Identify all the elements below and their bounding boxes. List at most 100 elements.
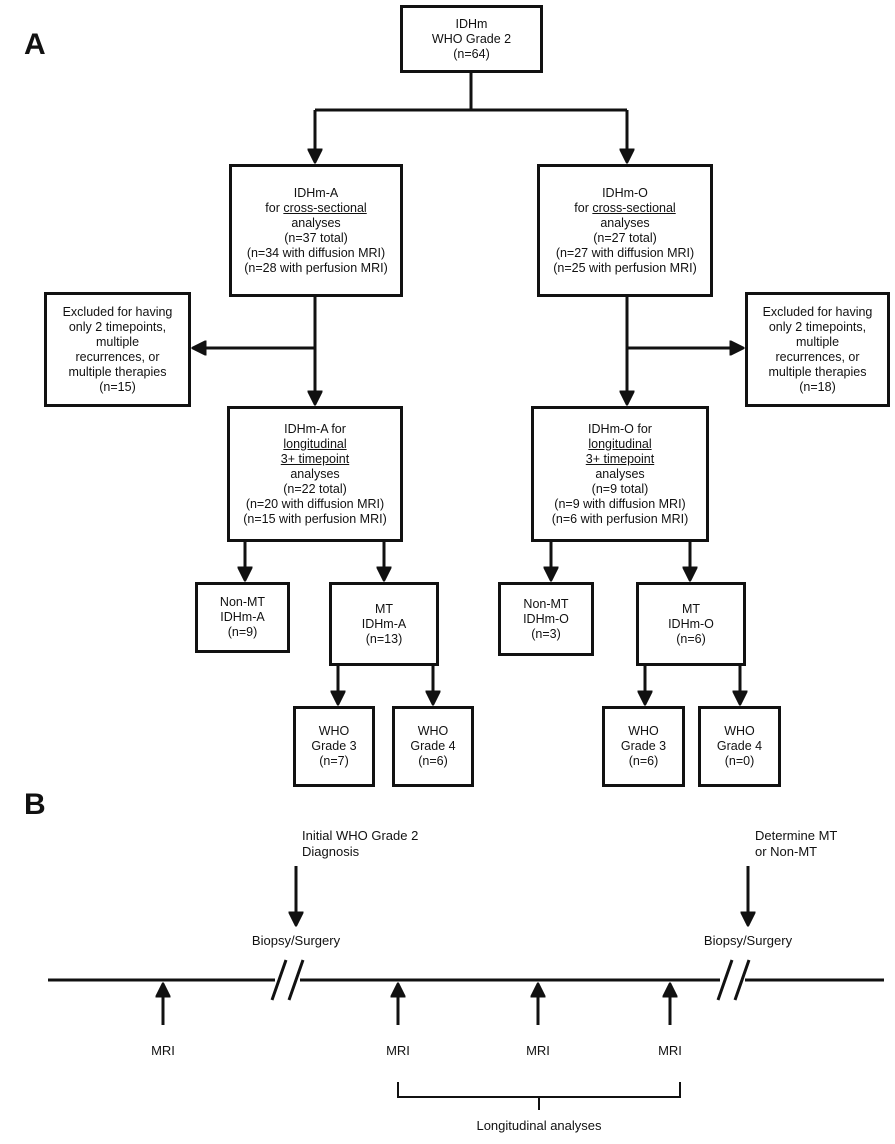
node-line: Non-MT <box>219 595 266 609</box>
node-line: IDHm-O <box>523 611 569 626</box>
node-line-underlined: longitudinal <box>283 436 347 451</box>
node-line: WHO <box>724 724 755 738</box>
node-line: Non-MT <box>523 596 569 611</box>
panel-label-b: B <box>24 788 46 821</box>
node-line: analyses <box>291 215 341 230</box>
node-line: analyses <box>290 466 340 481</box>
label-mri-3: MRI <box>526 1043 550 1058</box>
node-line-underlined: 3+ timepoint <box>585 451 655 466</box>
node-line: multiple therapies <box>68 364 167 379</box>
node-line: (n=64) <box>453 46 490 61</box>
node-line: Grade 4 <box>716 739 763 753</box>
node-line: (n=25 with perfusion MRI) <box>553 260 697 275</box>
label-biopsy-surgery-1: Biopsy/Surgery <box>251 933 341 948</box>
node-line: (n=9 total) <box>591 481 649 496</box>
node-line: MT <box>374 601 394 616</box>
node-line: for cross-sectional <box>574 201 675 216</box>
node-line: Grade 3 <box>620 739 667 753</box>
node-line: multiple <box>95 334 140 349</box>
node-line: analyses <box>600 215 650 230</box>
label-mri-1: MRI <box>151 1043 175 1058</box>
label-initial-diagnosis: Initial WHO Grade 2 Diagnosis <box>302 828 419 859</box>
node-line: WHO <box>417 724 449 738</box>
longitudinal-bracket <box>397 1082 681 1110</box>
node-line-prefix: for <box>265 200 284 215</box>
node-line: (n=9) <box>227 625 258 639</box>
node-line: IDHm-A for <box>284 421 346 436</box>
node-line: for cross-sectional <box>265 201 366 216</box>
label-determine-mt: Determine MT or Non-MT <box>755 828 838 859</box>
node-line: (n=13) <box>365 631 403 646</box>
label-biopsy-surgery-2: Biopsy/Surgery <box>703 933 793 948</box>
node-line: recurrences, or <box>775 349 860 364</box>
node-line: longitudinal <box>588 437 651 452</box>
node-line: multiple <box>795 334 840 349</box>
label-mri-2: MRI <box>386 1043 410 1058</box>
node-line-underlined: 3+ timepoint <box>280 451 350 466</box>
node-line: multiple therapies <box>768 364 867 379</box>
node-line: (n=20 with diffusion MRI) <box>245 496 385 511</box>
node-line: IDHm-A <box>220 610 265 624</box>
timeline-break-1b <box>287 959 305 1001</box>
node-line: IDHm-A <box>361 616 407 631</box>
timeline-break-1a <box>270 959 288 1001</box>
node-line-underlined: cross-sectional <box>283 200 367 215</box>
node-line: (n=15) <box>99 379 136 394</box>
node-line: (n=27 total) <box>593 230 657 245</box>
node-line: (n=0) <box>724 754 755 768</box>
node-line: (n=6) <box>418 754 448 768</box>
node-line: Excluded for having <box>62 304 173 319</box>
node-line: Grade 3 <box>311 739 357 753</box>
label-mri-4: MRI <box>658 1043 682 1058</box>
node-line: IDHm-O for <box>588 421 652 436</box>
node-line: WHO Grade 2 <box>431 31 512 46</box>
node-line: IDHm-A <box>293 185 339 200</box>
node-line: recurrences, or <box>75 349 160 364</box>
node-line: WHO <box>628 724 659 738</box>
node-line: (n=37 total) <box>284 230 348 245</box>
node-line-prefix: for <box>574 200 593 215</box>
node-line: (n=18) <box>799 379 836 394</box>
node-line: only 2 timepoints, <box>68 319 167 334</box>
node-line: IDHm-O <box>668 616 714 631</box>
node-line: IDHm <box>455 16 488 31</box>
node-line: (n=9 with diffusion MRI) <box>554 496 686 511</box>
node-line: (n=34 with diffusion MRI) <box>246 245 386 260</box>
node-line: longitudinal <box>283 437 346 452</box>
node-line: Excluded for having <box>762 304 873 319</box>
node-line: only 2 timepoints, <box>768 319 867 334</box>
node-line: 3+ timepoint <box>586 452 654 467</box>
node-line: (n=7) <box>319 754 349 768</box>
node-line: (n=6 with perfusion MRI) <box>551 511 689 526</box>
node-line: (n=28 with perfusion MRI) <box>244 260 388 275</box>
node-line-underlined: cross-sectional <box>592 200 676 215</box>
node-line: (n=22 total) <box>283 481 347 496</box>
timeline-break-2b <box>733 959 751 1001</box>
node-line: (n=6) <box>676 631 706 646</box>
node-line: analyses <box>595 466 645 481</box>
node-line: (n=15 with perfusion MRI) <box>243 511 387 526</box>
timeline-break-2a <box>716 959 734 1001</box>
node-line: (n=3) <box>531 626 561 641</box>
panel-label-a: A <box>24 28 46 61</box>
node-line: 3+ timepoint <box>281 452 349 467</box>
node-line: MT <box>681 601 701 616</box>
node-line: Grade 4 <box>410 739 456 753</box>
